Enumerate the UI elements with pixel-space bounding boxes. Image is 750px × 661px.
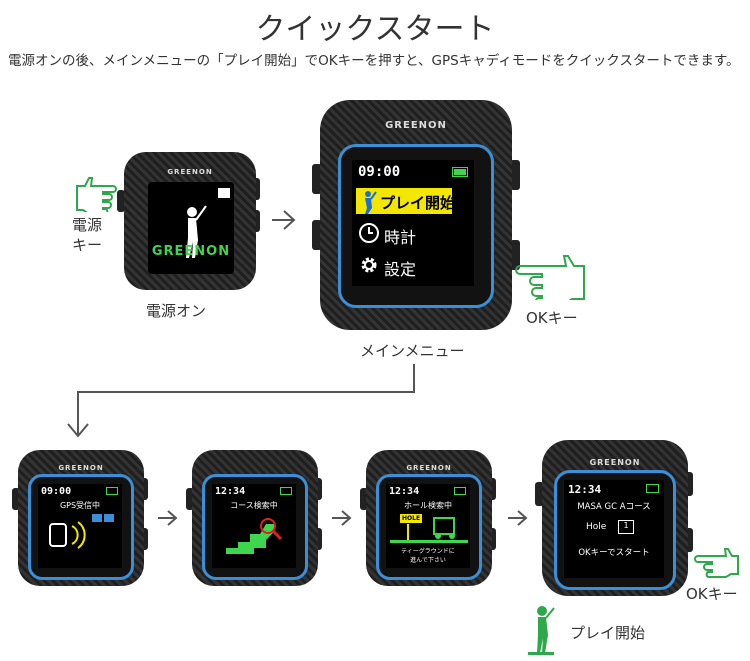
arrow-right-icon <box>158 510 178 526</box>
hand-pointer-icon <box>76 177 117 212</box>
gps-time: 09:00 <box>41 486 72 497</box>
arrow-right-icon <box>508 510 528 526</box>
hand-pointer-left-icon <box>515 255 585 300</box>
greenon-logo: GREENON <box>151 244 231 259</box>
flow-connector-arrow <box>67 364 415 438</box>
main-menu-caption: メインメニュー <box>360 342 465 360</box>
arrow-right-icon <box>332 510 352 526</box>
ok-key-label: OKキー <box>526 309 578 327</box>
hole-msg-2: 進んで下さい <box>410 557 446 564</box>
hole-sign: HOLE <box>400 514 423 523</box>
hole-status: ホール検索中 <box>404 501 452 510</box>
course-time: 12:34 <box>215 486 246 497</box>
brand-label: GREENON <box>589 458 641 467</box>
hole-time: 12:34 <box>389 486 420 497</box>
golfer-icon <box>365 191 377 214</box>
battery-icon <box>106 487 118 495</box>
power-key-label-1: 電源 <box>72 216 103 234</box>
arrow-right-icon <box>272 210 296 230</box>
golfer-green-icon <box>528 606 555 655</box>
golf-cart-icon <box>390 517 468 543</box>
hole-number-box[interactable]: 1 <box>618 520 634 534</box>
course-status: コース検索中 <box>230 501 278 510</box>
battery-icon <box>454 487 466 495</box>
menu-item-play-start[interactable] <box>356 188 452 214</box>
menu-time: 09:00 <box>358 164 401 180</box>
power-key-label-2: キー <box>72 236 103 254</box>
power-on-caption: 電源オン <box>146 302 207 320</box>
brand-label: GREENON <box>58 464 104 472</box>
course-name: MASA GC Aコース <box>577 502 651 512</box>
brand-label: GREENON <box>167 168 213 176</box>
hole-label: Hole <box>586 522 607 532</box>
watch-main-menu: GREENON 09:00 プレイ開始 時計 設定 <box>312 100 520 330</box>
watch-power-on: GREENON GREENON <box>117 150 260 292</box>
watch-course-search: 12:34 コース検索中 <box>186 448 322 588</box>
battery-icon <box>646 484 659 493</box>
brand-label: GREENON <box>406 464 452 472</box>
clock-icon <box>359 223 379 243</box>
gps-status: GPS受信中 <box>59 501 101 510</box>
menu-item-label: 時計 <box>384 228 417 247</box>
gear-icon <box>361 257 377 273</box>
play-start-label: プレイ開始 <box>570 624 646 642</box>
satellite-signal-icon <box>49 514 114 549</box>
golfer-silhouette-icon <box>186 188 230 258</box>
ok-key-label-2: OKキー <box>686 585 738 603</box>
hole-msg-1: ティーグラウンドに <box>401 548 455 555</box>
start-time: 12:34 <box>568 483 602 496</box>
watch-hole-search: GREENON 12:34 ホール検索中 HOLE ティーグラウンドに 進んで下… <box>360 448 496 588</box>
menu-item-label: 設定 <box>384 260 417 279</box>
battery-icon <box>280 487 292 495</box>
battery-icon <box>452 167 468 177</box>
hand-pointer-left-icon <box>694 548 739 578</box>
watch-start-ready: GREENON 12:34 MASA GC Aコース Hole 1 OKキーでス… <box>535 438 693 598</box>
menu-item-label: プレイ開始 <box>380 194 456 212</box>
intro-text: 電源オンの後、メインメニューの「プレイ開始」でOKキーを押すと、GPSキャディモ… <box>8 53 740 69</box>
start-prompt: OKキーでスタート <box>578 548 650 558</box>
japan-map-search-icon <box>226 518 283 554</box>
page-title: クイックスタート <box>255 12 495 47</box>
watch-gps-receiving: GREENON 09:00 GPS受信中 <box>12 448 148 588</box>
brand-label: GREENON <box>385 120 447 131</box>
